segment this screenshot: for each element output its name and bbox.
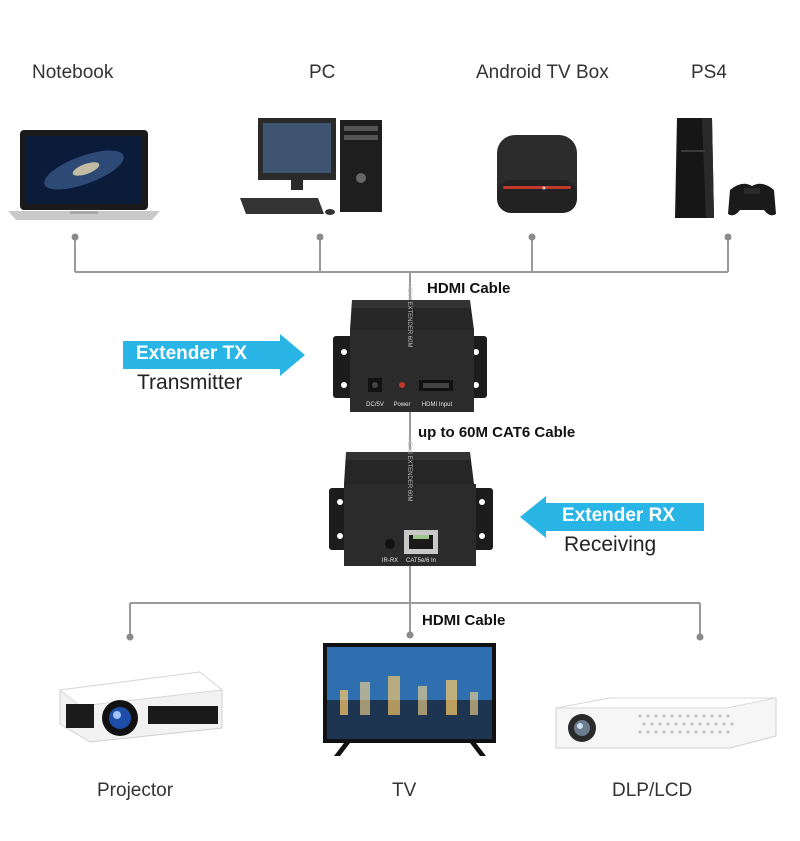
- extender-tx-label: Extender TX: [136, 343, 247, 364]
- projector-icon: [58, 671, 224, 743]
- tx-side-text: HDMI EXTENDER 60M: [406, 284, 412, 347]
- source-label-notebook: Notebook: [32, 62, 114, 83]
- pc-icon: [240, 118, 382, 215]
- cable-label-top: HDMI Cable: [427, 280, 511, 297]
- display-label-tv: TV: [392, 780, 417, 801]
- ps4-dot: [724, 233, 732, 241]
- source-label-pc: PC: [309, 62, 336, 83]
- extender-rx-label: Extender RX: [562, 505, 675, 526]
- rx-port-cat-label: CAT5e/6 In: [406, 558, 436, 564]
- projector-dot: [126, 633, 134, 641]
- tx-port-hdmi-label: HDMI Input: [422, 402, 453, 408]
- transmitter-device-icon: DC/5V Power HDMI Input HDMI EXTENDER 60M: [333, 284, 487, 412]
- tx-port-dc-label: DC/5V: [366, 402, 384, 408]
- dlp-lcd-icon: [555, 697, 777, 749]
- tv-dot: [406, 631, 414, 639]
- transmitter-label: Transmitter: [137, 371, 243, 394]
- rx-side-text: HDMI EXTENDER 60M: [406, 438, 412, 501]
- ps4-icon: [675, 118, 776, 218]
- androidbox-dot: [528, 233, 536, 241]
- display-label-dlp-lcd: DLP/LCD: [612, 780, 693, 801]
- notebook-icon: [8, 130, 160, 220]
- cable-label-bottom: HDMI Cable: [422, 612, 506, 629]
- extender-tx-arrow: [123, 334, 305, 376]
- receiving-label: Receiving: [564, 533, 657, 556]
- dlp-dot: [696, 633, 704, 641]
- cable-label-middle: up to 60M CAT6 Cable: [418, 424, 576, 441]
- rx-port-ir-label: IR-RX: [382, 558, 398, 564]
- tx-port-power-label: Power: [393, 402, 410, 408]
- pc-dot: [316, 233, 324, 241]
- notebook-dot: [71, 233, 79, 241]
- display-label-projector: Projector: [97, 780, 174, 801]
- extender-rx-arrow: [520, 496, 704, 538]
- source-label-android-tv-box: Android TV Box: [476, 62, 609, 83]
- source-label-ps4: PS4: [691, 62, 727, 83]
- android-tv-box-icon: [497, 135, 577, 213]
- receiver-device-icon: IR-RX CAT5e/6 In HDMI EXTENDER 60M: [329, 438, 493, 566]
- tv-icon: [323, 643, 496, 756]
